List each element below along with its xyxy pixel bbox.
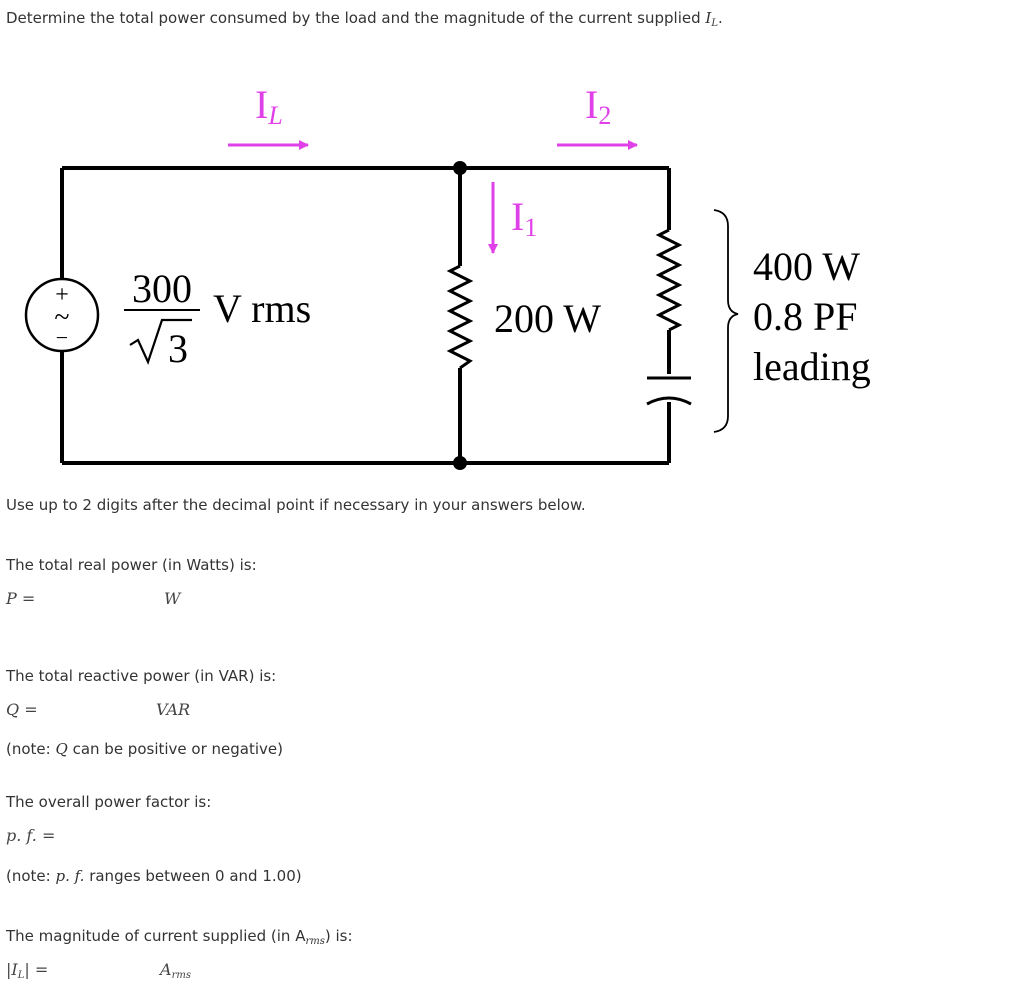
- power-factor-input[interactable]: [72, 825, 182, 847]
- i2-label: I2: [585, 82, 611, 130]
- real-power-label: The total real power (in Watts) is:: [6, 556, 257, 574]
- ac-source: + ~ −: [24, 277, 100, 353]
- capacitor: [646, 376, 692, 406]
- resistor-2: [655, 228, 683, 332]
- circuit-diagram: + ~ − 300 3 V rms 200 W 400 W 0.8 PF lea…: [24, 82, 871, 470]
- prompt-period: .: [718, 9, 723, 27]
- wires: [60, 166, 671, 465]
- current-var: |IL| =: [6, 960, 49, 981]
- source-minus: −: [56, 325, 68, 350]
- load2-brace: [713, 209, 739, 433]
- prompt-var: IL: [705, 9, 718, 29]
- power-factor-var: p. f. =: [6, 826, 56, 845]
- prompt-text: Determine the total power consumed by th…: [6, 9, 701, 27]
- real-power-var: P =: [6, 589, 36, 608]
- load2-type: leading: [753, 344, 871, 389]
- reactive-power-label: The total reactive power (in VAR) is:: [6, 667, 277, 685]
- resistor-1: [446, 264, 474, 370]
- question-prompt: Determine the total power consumed by th…: [6, 9, 723, 29]
- source-tilde: ~: [54, 302, 69, 333]
- real-power-unit: W: [164, 589, 181, 608]
- sqrt-sign: [129, 318, 192, 366]
- reactive-power-unit: VAR: [156, 700, 191, 719]
- junction-top: [453, 161, 467, 175]
- i1-label: I1: [511, 194, 537, 242]
- current-input[interactable]: [62, 959, 152, 981]
- power-factor-label: The overall power factor is:: [6, 793, 212, 811]
- load2-pf: 0.8 PF: [753, 294, 858, 339]
- instructions: Use up to 2 digits after the decimal poi…: [6, 496, 586, 514]
- source-denominator: 3: [168, 326, 188, 371]
- source-numerator: 300: [132, 266, 192, 311]
- load1-power: 200 W: [494, 296, 601, 341]
- load2-power: 400 W: [753, 244, 860, 289]
- real-power-input[interactable]: [44, 588, 154, 610]
- reactive-power-note: (note: Q can be positive or negative): [6, 740, 283, 758]
- current-label: The magnitude of current supplied (in Ar…: [6, 927, 353, 947]
- reactive-power-input[interactable]: [44, 699, 154, 721]
- power-factor-note: (note: p. f. ranges between 0 and 1.00): [6, 867, 302, 885]
- junction-bottom: [453, 456, 467, 470]
- source-unit: V rms: [213, 286, 311, 331]
- reactive-power-var: Q =: [6, 700, 38, 719]
- current-unit: Arms: [160, 960, 191, 981]
- il-label: IL: [255, 82, 283, 130]
- source-plus: +: [55, 282, 69, 308]
